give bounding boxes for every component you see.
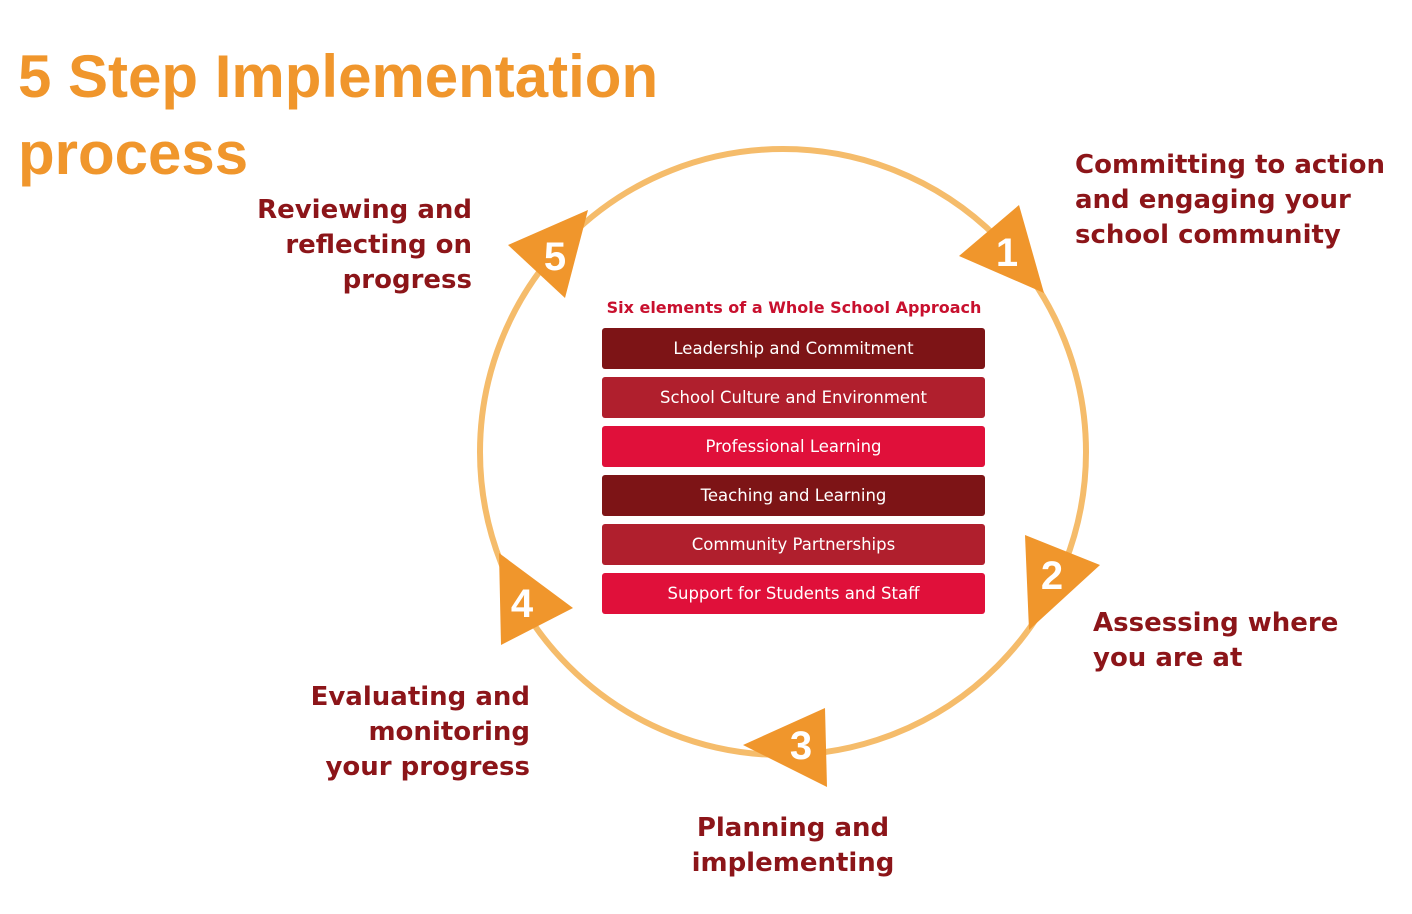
step-5-label-line: Reviewing and [257,195,472,225]
element-bar-community-partnerships: Community Partnerships [602,524,985,565]
step-4-number: 4 [511,582,534,626]
element-bar-professional-learning: Professional Learning [602,426,985,467]
step-3-label-line: Planning and [696,813,890,843]
element-bar-teaching-learning: Teaching and Learning [602,475,985,516]
step-3-arrow-icon: 3 [743,708,827,787]
step-1-arrow-icon: 1 [959,205,1044,293]
step-1-label-line: and engaging your [1075,185,1351,215]
page-title-line-1: 5 Step Implementation [18,43,659,110]
step-3-number: 3 [790,724,812,768]
element-bar-support: Support for Students and Staff [602,573,985,614]
step-5-label-line: progress [342,265,472,295]
step-1-label-line: Committing to action [1075,150,1385,180]
elements-stack: Leadership and Commitment School Culture… [602,328,985,622]
step-5-number: 5 [544,235,566,279]
step-2-number: 2 [1041,554,1063,598]
step-2-label-line: you are at [1093,643,1243,673]
step-1-number: 1 [996,231,1018,275]
step-4-label-line: your progress [325,752,530,782]
page-title-line-2: process [18,120,249,187]
step-3-label: Planning and implementing [643,811,943,881]
step-4-label: Evaluating and monitoring your progress [230,680,530,785]
step-5-label-line: reflecting on [285,230,472,260]
step-4-arrow-icon: 4 [499,553,573,645]
element-bar-school-culture: School Culture and Environment [602,377,985,418]
step-2-label-line: Assessing where [1093,608,1339,638]
element-bar-leadership: Leadership and Commitment [602,328,985,369]
page-title: 5 Step Implementation process [18,38,658,192]
step-1-label-line: school community [1075,220,1341,250]
step-2-arrow-icon: 2 [1025,535,1100,630]
step-5-arrow-icon: 5 [508,210,588,298]
elements-heading: Six elements of a Whole School Approach [606,298,982,317]
step-3-label-line: implementing [691,848,895,878]
step-1-label: Committing to action and engaging your s… [1075,148,1385,253]
step-2-label: Assessing where you are at [1093,606,1338,676]
step-5-label: Reviewing and reflecting on progress [172,193,472,298]
step-4-label-line: Evaluating and [310,682,530,712]
step-4-label-line: monitoring [368,717,530,747]
